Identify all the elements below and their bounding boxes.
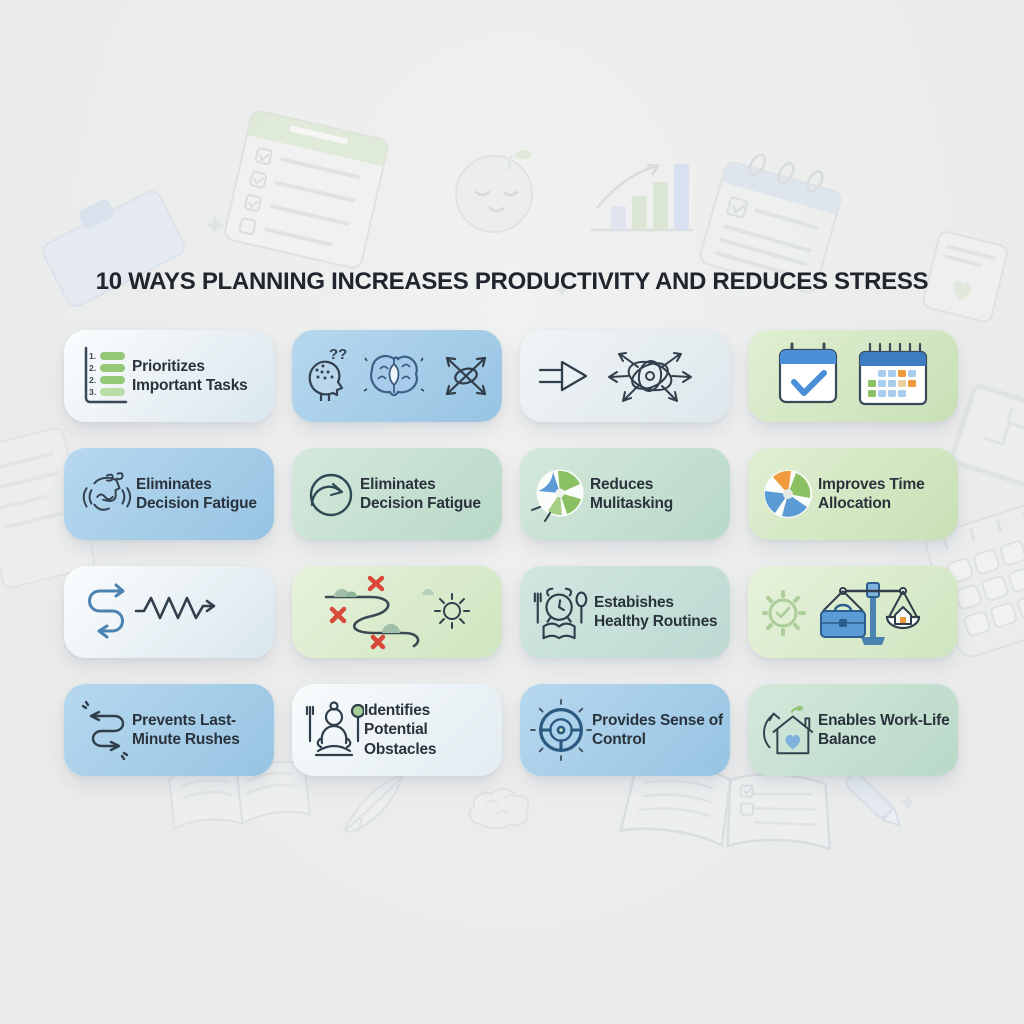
loop-arrow-icon (302, 467, 360, 521)
card-clear-path (292, 566, 502, 658)
growth-chart-decoration (591, 163, 693, 232)
card-establishes-healthy-routines: Estabishes Healthy Routines (520, 566, 730, 658)
svg-text:3.: 3. (89, 387, 96, 397)
card-eliminates-decision-fatigue-2: Eliminates Decision Fatigue (292, 448, 502, 540)
house-heart-icon (758, 700, 818, 760)
card-label: Prevents Last-Minute Rushes (132, 711, 240, 748)
card-mental-clarity: ?? (292, 330, 502, 422)
svg-text:??: ?? (329, 346, 347, 363)
confused-head-icon: ?? (308, 346, 347, 401)
svg-text:2.: 2. (89, 363, 96, 373)
card-provides-sense-of-control: Provides Sense of Control (520, 684, 730, 776)
card-label: Eliminates Decision Fatigue (360, 475, 481, 512)
gear-check-icon (762, 590, 806, 636)
card-prevents-last-minute-rushes: Prevents Last-Minute Rushes (64, 684, 274, 776)
steering-wheel-icon (530, 699, 592, 761)
card-weighs-priorities (748, 566, 958, 658)
briefcase-icon (820, 603, 866, 638)
card-label: Enables Work-Life Balance (818, 711, 950, 748)
card-label: Provides Sense of Control (592, 711, 723, 748)
page-title: 10 WAYS PLANNING INCREASES PRODUCTIVITY … (95, 268, 929, 296)
card-identifies-potential-obstacles: Identifies Potential Obstacles (292, 684, 502, 776)
card-label: Improves Time Allocation (818, 475, 925, 512)
calendar-check-icon (778, 342, 838, 404)
card-label: Estabishes Healthy Routines (594, 593, 718, 630)
stressed-head-icon (74, 465, 136, 523)
meditating-person-icon (302, 699, 364, 761)
house-icon (894, 606, 912, 625)
card-smooths-workflow (64, 566, 274, 658)
tangled-arrows-icon (608, 352, 692, 402)
double-arrow-icon (538, 352, 692, 402)
winding-road-obstacles-icon (324, 575, 470, 650)
card-enables-work-life-balance: Enables Work-Life Balance (748, 684, 958, 776)
card-label: Identifies Potential Obstacles (364, 702, 437, 758)
clock-meal-book-icon (530, 581, 594, 643)
svg-text:2.: 2. (89, 375, 96, 385)
crossed-arrows-icon (445, 356, 487, 396)
card-reduces-multitasking: Reduces Mulitasking (520, 448, 730, 540)
sparkle-icon (206, 216, 224, 234)
time-pie-chart-icon (758, 464, 818, 524)
clipboard-decoration (42, 190, 186, 308)
brain-leaf-icon (363, 354, 425, 397)
card-schedule-planning (748, 330, 958, 422)
balance-scale-icon (762, 582, 921, 645)
winding-path-arrow-icon (74, 700, 132, 760)
card-improves-time-allocation: Improves Time Allocation (748, 448, 958, 540)
checklist-pad-decoration (224, 110, 389, 269)
card-prioritizes-important-tasks: 1. 2. 2. 3. Prioritizes Important Tasks (64, 330, 274, 422)
cards-grid: 1. 2. 2. 3. Prioritizes Important Tasks (64, 330, 958, 776)
card-label: Reduces Mulitasking (590, 475, 674, 512)
smiling-head-decoration (455, 149, 533, 233)
card-untangles-chaos (520, 330, 730, 422)
loop-zigzag-arrow-icon (88, 583, 216, 639)
card-eliminates-decision-fatigue-1: Eliminates Decision Fatigue (64, 448, 274, 540)
sparkle-icon (900, 795, 915, 810)
card-label: Eliminates Decision Fatigue (136, 475, 257, 512)
calendar-grid-icon (858, 342, 928, 406)
brain-doodle-decoration (468, 788, 530, 830)
pie-chart-icon (530, 464, 590, 524)
feather-decoration (342, 774, 404, 834)
svg-text:1.: 1. (89, 351, 96, 361)
numbered-checklist-icon: 1. 2. 2. 3. (74, 344, 132, 408)
card-label: Prioritizes Important Tasks (132, 357, 248, 394)
